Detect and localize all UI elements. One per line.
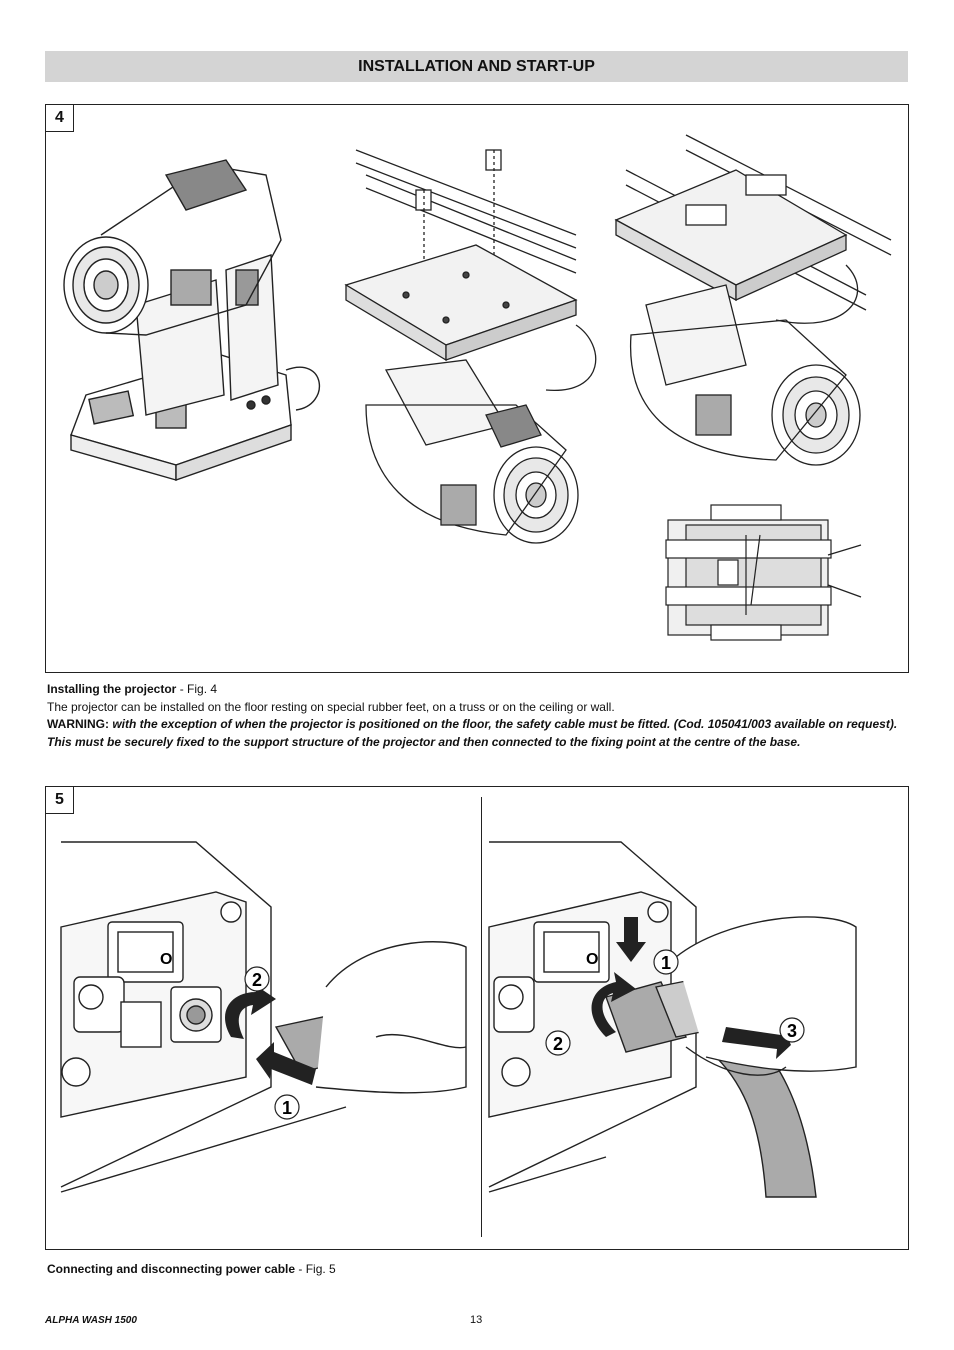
footer-product-name: ALPHA WASH 1500 [45, 1315, 137, 1326]
label-circle-left-1: 1 [274, 1094, 300, 1120]
figure-4-caption: Installing the projector - Fig. 4 The pr… [47, 681, 917, 751]
label-left-2: 2 [252, 970, 262, 990]
label-circle-left-2: 2 [244, 966, 270, 992]
press-arrow-right [616, 917, 646, 962]
label-right-1: 1 [661, 953, 671, 973]
rotate-arrow-right [591, 972, 636, 1037]
warning-text-1: with the exception of when the projector… [109, 717, 898, 731]
figure-4-illustration [63, 134, 892, 641]
figure-4-caption-title: Installing the projector [47, 682, 177, 696]
warning-text-2: This must be securely fixed to the suppo… [47, 734, 801, 749]
figure-5-number: 5 [46, 787, 74, 814]
figure-4-caption-heading: Installing the projector - Fig. 4 [47, 681, 917, 699]
push-arrow-left [256, 1042, 316, 1085]
label-circle-right-2: 2 [545, 1030, 571, 1056]
figure-5-caption: Connecting and disconnecting power cable… [47, 1261, 336, 1279]
rotate-arrow-left [225, 982, 276, 1039]
figure-4-body-text: The projector can be installed on the fl… [47, 699, 615, 714]
label-right-2: 2 [553, 1034, 563, 1054]
label-left-1: 1 [282, 1098, 292, 1118]
label-circle-right-1: 1 [653, 949, 679, 975]
projector-base-bottom-view [665, 504, 862, 641]
figure-4-number: 4 [46, 105, 74, 132]
figure-5-caption-ref: - Fig. 5 [295, 1262, 336, 1276]
figure-5-illustration: 2 1 O [60, 841, 857, 1198]
page-number: 13 [470, 1314, 483, 1326]
switch-symbol-right: O [586, 951, 598, 968]
figure-4-warning-line-1: WARNING: with the exception of when the … [47, 716, 917, 734]
section-header: INSTALLATION AND START-UP [45, 51, 908, 82]
warning-label: WARNING: [47, 717, 109, 731]
connect-power-cable-drawing [60, 841, 467, 1193]
pull-arrow-right [722, 1025, 791, 1059]
disconnect-power-cable-drawing [488, 841, 857, 1198]
projector-truss-exploded-drawing [344, 149, 597, 544]
figure-5-caption-title: Connecting and disconnecting power cable [47, 1262, 296, 1276]
figure-4-caption-ref: - Fig. 4 [176, 682, 218, 696]
label-right-3: 3 [787, 1021, 797, 1041]
figure-5-divider [481, 797, 482, 1237]
projector-floor-drawing [63, 159, 320, 481]
switch-symbol-left: O [160, 951, 172, 968]
label-circle-right-3: 3 [779, 1017, 805, 1043]
figure-4-frame: 4 [45, 104, 909, 673]
figure-5-frame: 5 2 [45, 786, 909, 1250]
section-title: INSTALLATION AND START-UP [358, 57, 595, 75]
projector-truss-mounted-drawing [614, 134, 892, 466]
